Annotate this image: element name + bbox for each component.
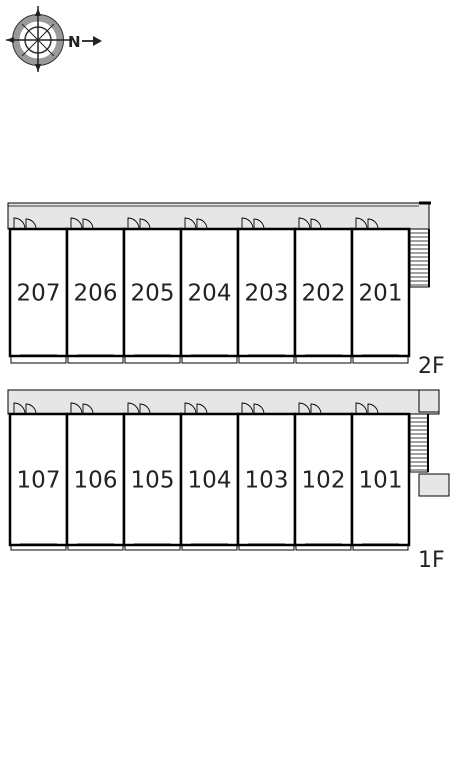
door-icon [184, 402, 208, 415]
room-104: 104 [179, 402, 240, 551]
stair-base [418, 473, 450, 497]
door-swing [70, 402, 83, 415]
door-swing [13, 217, 26, 230]
door-swing [310, 403, 322, 415]
door-swing [184, 217, 197, 230]
room-102: 102 [293, 402, 354, 551]
room-205: 205 [122, 217, 183, 364]
room-202: 202 [293, 217, 354, 364]
room-outline [293, 227, 354, 358]
door-swing [25, 403, 37, 415]
room-outline [350, 412, 411, 547]
door-swing [70, 217, 83, 230]
north-arrow-icon [82, 36, 102, 46]
door-swing [253, 218, 265, 230]
room-206: 206 [65, 217, 126, 364]
door-icon [241, 217, 265, 230]
door-icon [241, 402, 265, 415]
room-label: 203 [245, 281, 289, 307]
door-swing [139, 403, 151, 415]
room-outline [236, 227, 297, 358]
door-swing [367, 218, 379, 230]
corridor [7, 389, 440, 415]
door-swing [82, 218, 94, 230]
door-swing [196, 403, 208, 415]
room-label: 202 [302, 281, 346, 307]
door-icon [70, 402, 94, 415]
room-outline [65, 227, 126, 358]
door-swing [25, 218, 37, 230]
door-icon [13, 402, 37, 415]
room-label: 206 [74, 281, 118, 307]
door-swing [253, 403, 265, 415]
room-201: 201 [350, 217, 411, 364]
door-swing [298, 402, 311, 415]
room-106: 106 [65, 402, 126, 551]
door-icon [127, 402, 151, 415]
door-icon [298, 402, 322, 415]
door-swing [355, 402, 368, 415]
door-icon [298, 217, 322, 230]
room-label: 101 [359, 468, 403, 494]
room-label: 104 [188, 468, 232, 494]
room-label: 107 [17, 468, 61, 494]
stair-outline [409, 228, 430, 288]
room-label: 103 [245, 468, 289, 494]
room-101: 101 [350, 402, 411, 551]
room-label: 205 [131, 281, 175, 307]
door-swing [127, 402, 140, 415]
door-swing [310, 218, 322, 230]
room-103: 103 [236, 402, 297, 551]
door-swing [13, 402, 26, 415]
room-105: 105 [122, 402, 183, 551]
room-label: 106 [74, 468, 118, 494]
room-label: 204 [188, 281, 232, 307]
room-107: 107 [8, 402, 69, 551]
door-swing [184, 402, 197, 415]
room-outline [8, 227, 69, 358]
staircase-icon [409, 413, 429, 473]
stair-outline [409, 413, 429, 473]
door-icon [13, 217, 37, 230]
door-swing [241, 217, 254, 230]
room-outline [179, 227, 240, 358]
floor-label: 2F [418, 354, 445, 379]
door-swing [241, 402, 254, 415]
room-204: 204 [179, 217, 240, 364]
door-icon [355, 402, 379, 415]
staircase-icon [409, 228, 430, 288]
room-label: 201 [359, 281, 403, 307]
stair-landing [418, 389, 440, 413]
floor-label: 1F [418, 548, 445, 573]
door-icon [184, 217, 208, 230]
room-label: 207 [17, 281, 61, 307]
room-label: 102 [302, 468, 346, 494]
floor-1F: 107 106 105 104 103 102 101 1F [7, 389, 450, 573]
room-outline [350, 227, 411, 358]
compass-rose-icon: N [6, 6, 102, 72]
room-label: 105 [131, 468, 175, 494]
door-swing [355, 217, 368, 230]
door-swing [139, 218, 151, 230]
door-icon [70, 217, 94, 230]
door-swing [196, 218, 208, 230]
corridor [7, 202, 430, 230]
room-207: 207 [8, 217, 69, 364]
compass-north-label: N [68, 33, 81, 51]
door-swing [127, 217, 140, 230]
door-icon [127, 217, 151, 230]
door-swing [82, 403, 94, 415]
door-swing [298, 217, 311, 230]
floor-2F: 207 206 205 204 203 202 201 2F [7, 201, 445, 379]
door-swing [367, 403, 379, 415]
room-203: 203 [236, 217, 297, 364]
door-icon [355, 217, 379, 230]
